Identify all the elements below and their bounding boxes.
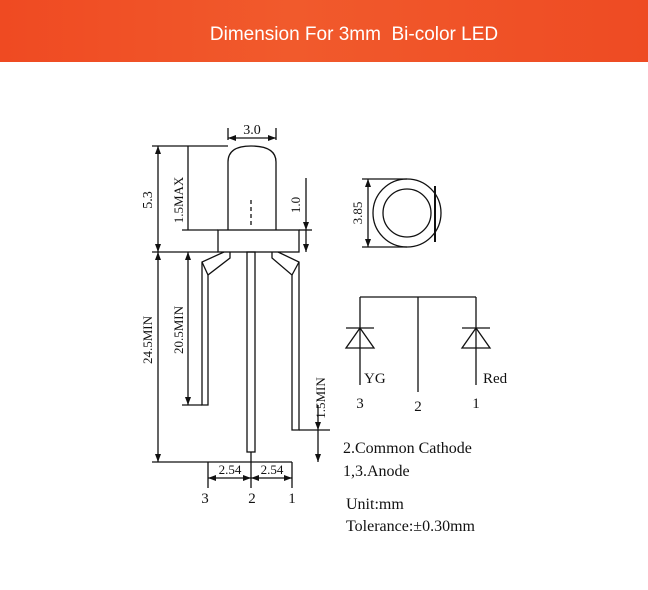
schematic-pin-2: 2 — [414, 399, 422, 415]
dim-lead-min-inner: 20.5MIN — [171, 305, 186, 354]
dim-flange-height: 1.0 — [288, 197, 303, 213]
page-title: Dimension For 3mm Bi-color LED — [209, 24, 499, 45]
lead-2 — [246, 251, 256, 453]
dim-lens-max: 1.5MAX — [171, 176, 186, 223]
pin-label-1: 1 — [288, 491, 296, 507]
lead-1 — [271, 251, 300, 431]
diode-yg — [344, 326, 376, 349]
dim-head-height: 5.3 — [141, 191, 156, 209]
schematic-label-red: Red — [483, 371, 508, 387]
top-view-inner — [382, 188, 432, 238]
dim-pitch-left: 2.54 — [219, 462, 242, 477]
pin-label-2: 2 — [248, 491, 256, 507]
schematic-pin-1: 1 — [472, 396, 480, 412]
lead-3-inner — [201, 261, 209, 276]
pin-label-3: 3 — [201, 491, 209, 507]
diode-red — [460, 326, 492, 349]
led-flange — [217, 229, 300, 253]
schematic-pin-3: 3 — [356, 396, 364, 412]
note-tolerance: Tolerance:±0.30mm — [346, 518, 476, 535]
dim-lens-width: 3.0 — [243, 123, 261, 138]
dim-lead-min-short: 1.5MIN — [313, 377, 328, 419]
dim-top-diameter: 3.85 — [350, 202, 365, 225]
note-anode: 1,3.Anode — [343, 463, 410, 480]
note-common-cathode: 2.Common Cathode — [343, 440, 472, 457]
lead-3 — [201, 251, 231, 406]
dim-pitch-right: 2.54 — [261, 462, 284, 477]
note-unit: Unit:mm — [346, 496, 404, 513]
dim-lead-min-total: 24.5MIN — [140, 315, 155, 364]
led-lens-outline — [227, 145, 277, 230]
schematic-label-yg: YG — [364, 371, 386, 387]
title-banner: Dimension For 3mm Bi-color LED — [0, 0, 648, 62]
